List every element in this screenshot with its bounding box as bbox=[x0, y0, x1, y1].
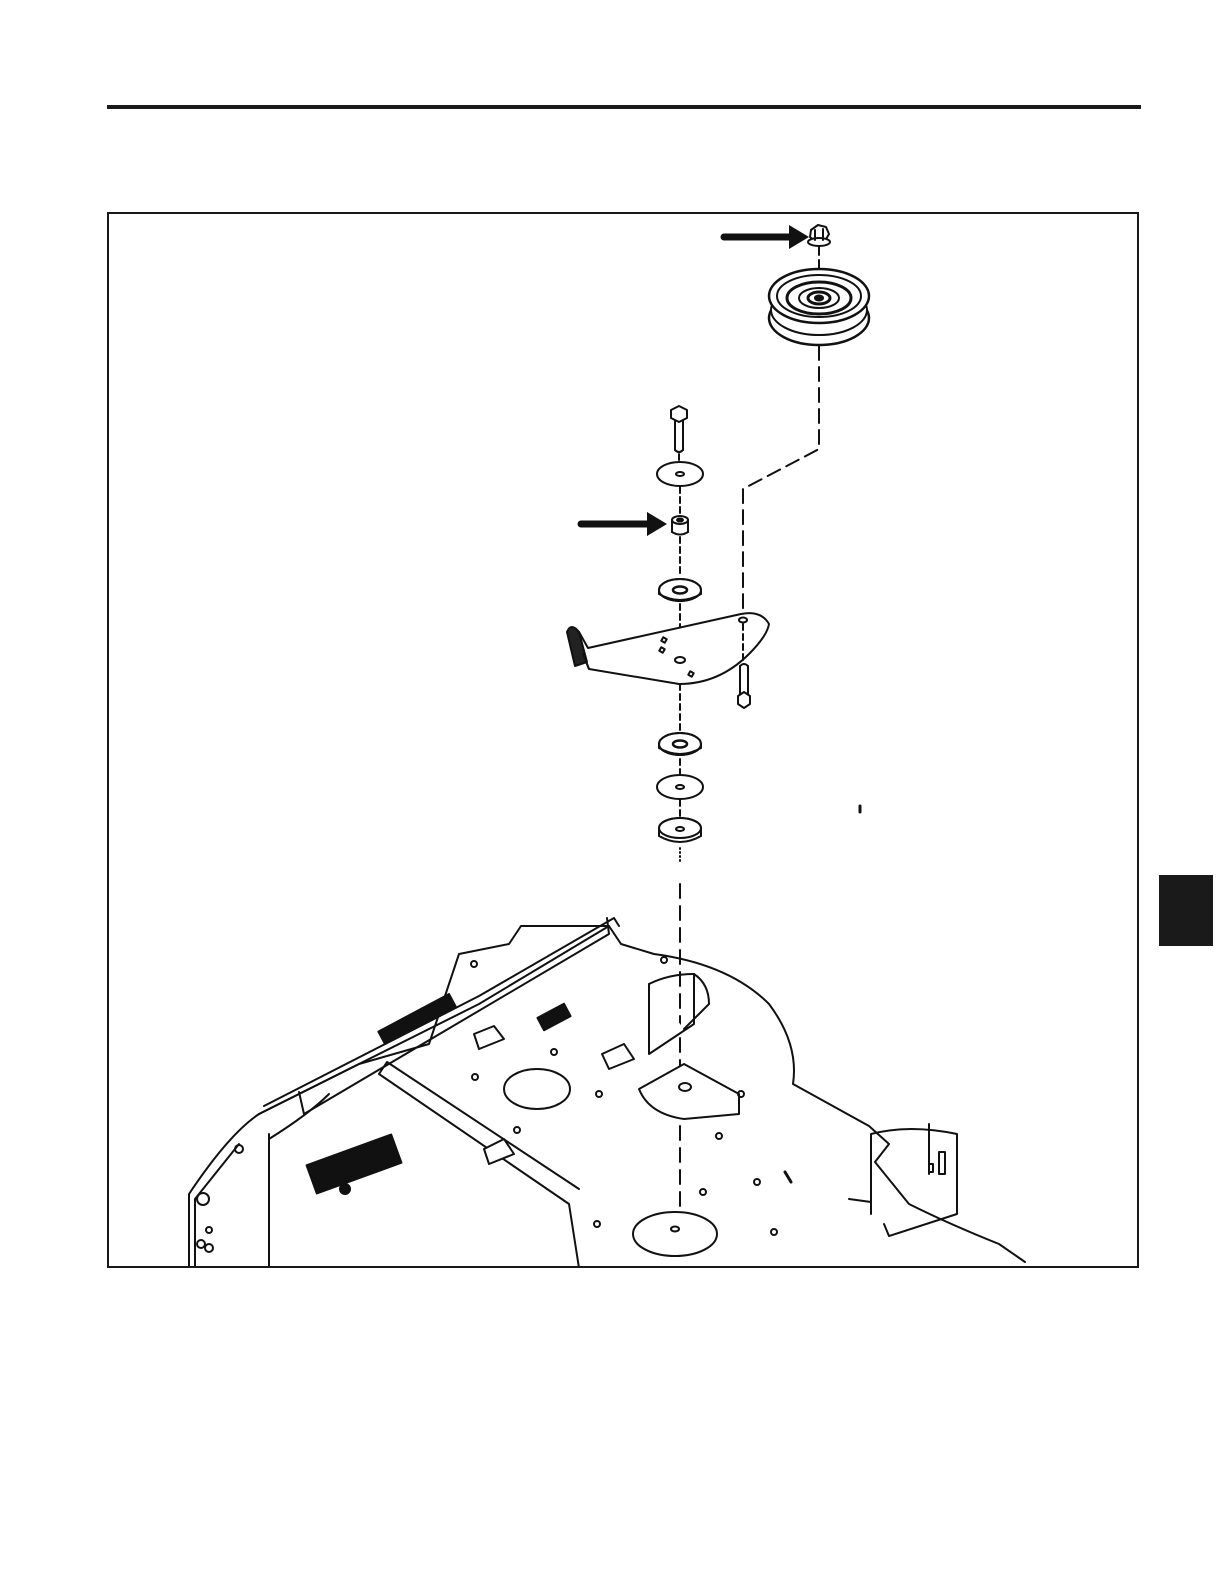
callout-arrow-top bbox=[724, 225, 809, 249]
bushing-icon bbox=[659, 818, 701, 842]
exploded-view-illustration bbox=[109, 214, 1139, 1268]
flat-washer-lower-icon bbox=[659, 733, 701, 755]
section-tab-marker bbox=[1159, 875, 1213, 946]
washer-lower-icon bbox=[657, 775, 703, 799]
idler-arm-icon bbox=[567, 613, 769, 684]
mower-deck-icon bbox=[189, 918, 1025, 1268]
flat-washer-upper-icon bbox=[659, 579, 701, 601]
flange-nut-icon bbox=[808, 225, 830, 246]
callout-arrow-middle bbox=[581, 512, 667, 536]
header-rule bbox=[107, 105, 1141, 109]
washer-icon bbox=[657, 462, 703, 486]
spacer-icon bbox=[672, 516, 688, 535]
upper-bolt-icon bbox=[671, 406, 687, 452]
idler-pulley-icon bbox=[769, 269, 869, 345]
figure-frame bbox=[107, 212, 1139, 1268]
